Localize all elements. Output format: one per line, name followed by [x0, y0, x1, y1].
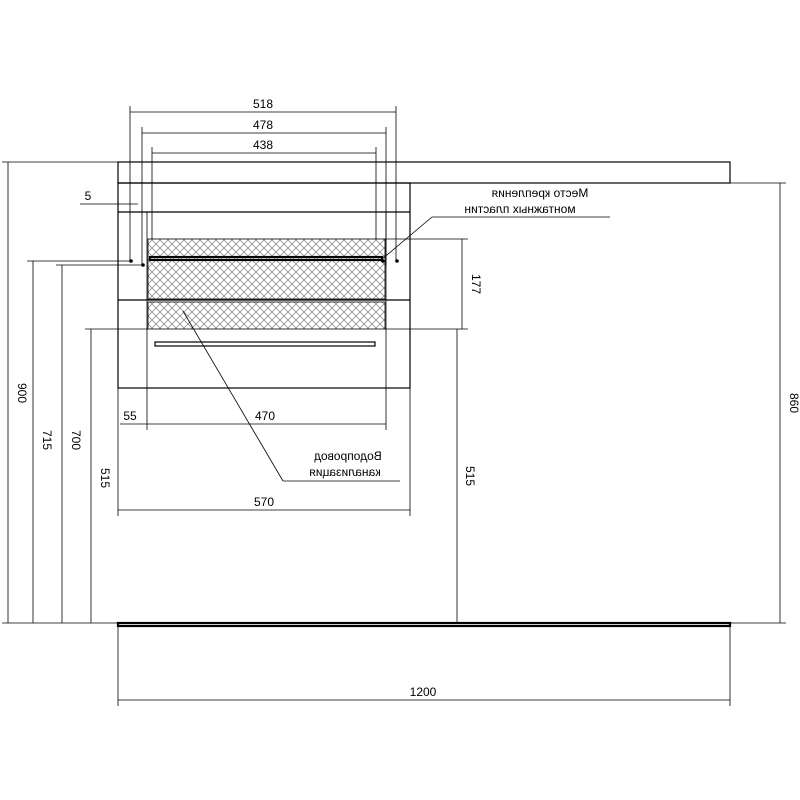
- dim-715: 715: [27, 260, 131, 623]
- dim-860-label: 860: [787, 393, 800, 413]
- floor-plinth: [116, 621, 732, 628]
- hatch-zone-bottom: [147, 301, 386, 330]
- dim-5: 5: [80, 189, 138, 205]
- dim-700-label: 700: [69, 430, 83, 450]
- mount-note-line2: монтажных пластин: [464, 202, 575, 216]
- drawer-handle: [154, 341, 376, 347]
- dim-715-label: 715: [40, 430, 54, 450]
- dim-478: 478: [141, 118, 387, 266]
- cabinet-body: [117, 182, 411, 389]
- dim-177: 177: [385, 238, 483, 330]
- dim-1200-label: 1200: [410, 685, 437, 699]
- dim-55-label: 55: [123, 409, 137, 423]
- dim-900-label: 900: [15, 383, 29, 403]
- dim-518-label: 518: [253, 97, 273, 111]
- dim-177-label: 177: [469, 274, 483, 294]
- dim-438-label: 438: [253, 138, 273, 152]
- mount-leader: [380, 216, 610, 261]
- dim-478-label: 478: [253, 118, 273, 132]
- pipes-note-line1: Водопровод: [314, 449, 382, 463]
- dim-470-label: 470: [255, 409, 275, 423]
- dim-515-left-label: 515: [98, 468, 112, 488]
- dim-470: 470 55: [120, 388, 387, 430]
- dim-860: 860: [730, 182, 800, 624]
- dim-1200: 1200: [117, 626, 731, 706]
- dim-515-right: 515: [456, 329, 477, 623]
- countertop: [117, 161, 731, 184]
- dim-570: 570: [117, 388, 411, 516]
- dim-518: 518: [129, 97, 397, 262]
- dim-5-label: 5: [85, 189, 92, 203]
- mounting-bar: [148, 255, 384, 262]
- dim-700: 700: [56, 264, 143, 623]
- dim-515-right-label: 515: [463, 466, 477, 486]
- dim-900: 900: [2, 161, 118, 623]
- hatch-zone-top: [147, 238, 386, 300]
- pipes-note-line2: канализация: [309, 465, 380, 479]
- dim-515-left: 515: [85, 328, 148, 623]
- mount-note-line1: Место крепления: [492, 186, 589, 200]
- mount-point-3: [381, 259, 385, 263]
- dim-570-label: 570: [254, 495, 274, 509]
- dim-438: 438: [151, 138, 377, 239]
- pipes-leader: [182, 310, 400, 482]
